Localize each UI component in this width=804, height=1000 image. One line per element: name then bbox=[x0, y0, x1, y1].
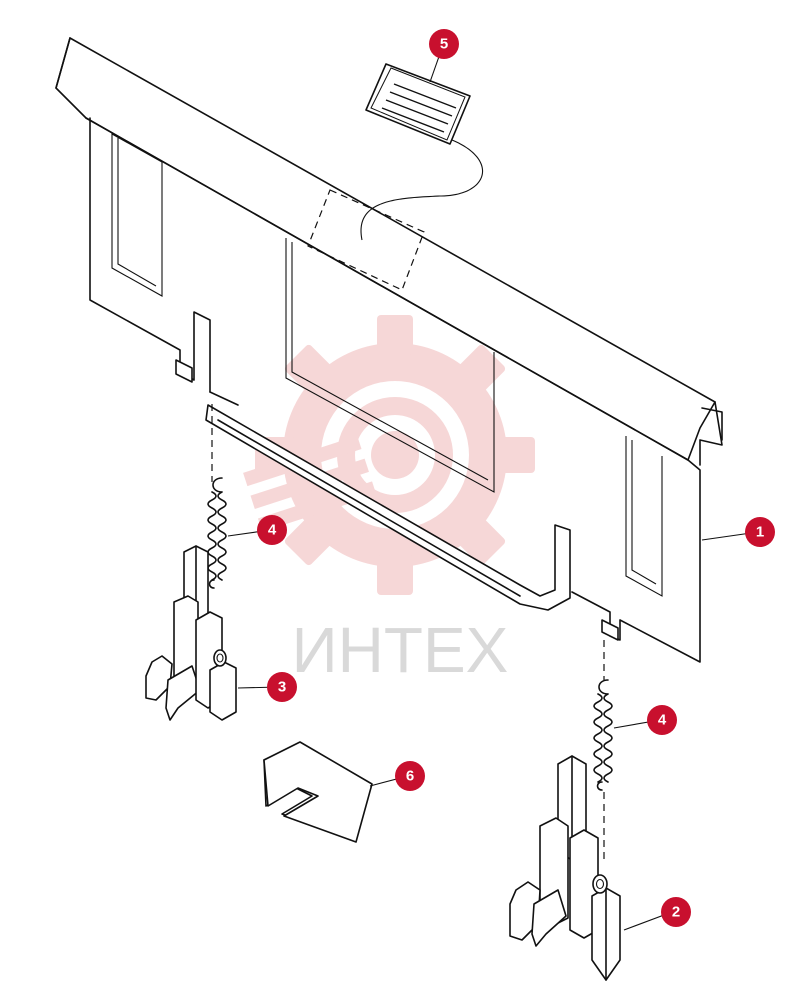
part-6-shim-plate bbox=[263, 741, 373, 843]
callout-1-label: 1 bbox=[756, 524, 764, 541]
part-5-warning-label bbox=[360, 63, 484, 241]
callout-5-label: 5 bbox=[440, 36, 448, 53]
callout-1: 1 bbox=[745, 517, 775, 547]
callout-3: 3 bbox=[267, 672, 297, 702]
callout-6: 6 bbox=[395, 761, 425, 791]
part-4-spring-left bbox=[207, 404, 227, 589]
callout-2: 2 bbox=[661, 897, 691, 927]
part-3-latch-left bbox=[145, 545, 237, 721]
callout-4b-label: 4 bbox=[658, 712, 667, 729]
callout-5: 5 bbox=[429, 29, 459, 59]
callout-4b: 4 bbox=[647, 705, 677, 735]
part-2-latch-right bbox=[509, 755, 621, 981]
callout-4a-label: 4 bbox=[268, 522, 277, 539]
callout-2-label: 2 bbox=[672, 904, 680, 921]
callout-4a: 4 bbox=[257, 515, 287, 545]
callout-3-label: 3 bbox=[278, 679, 286, 696]
part-4-spring-right bbox=[593, 640, 613, 862]
watermark-text: ИНТЕХ bbox=[292, 614, 509, 686]
callout-6-label: 6 bbox=[406, 768, 414, 785]
part-1-bracket-panel bbox=[55, 37, 723, 663]
